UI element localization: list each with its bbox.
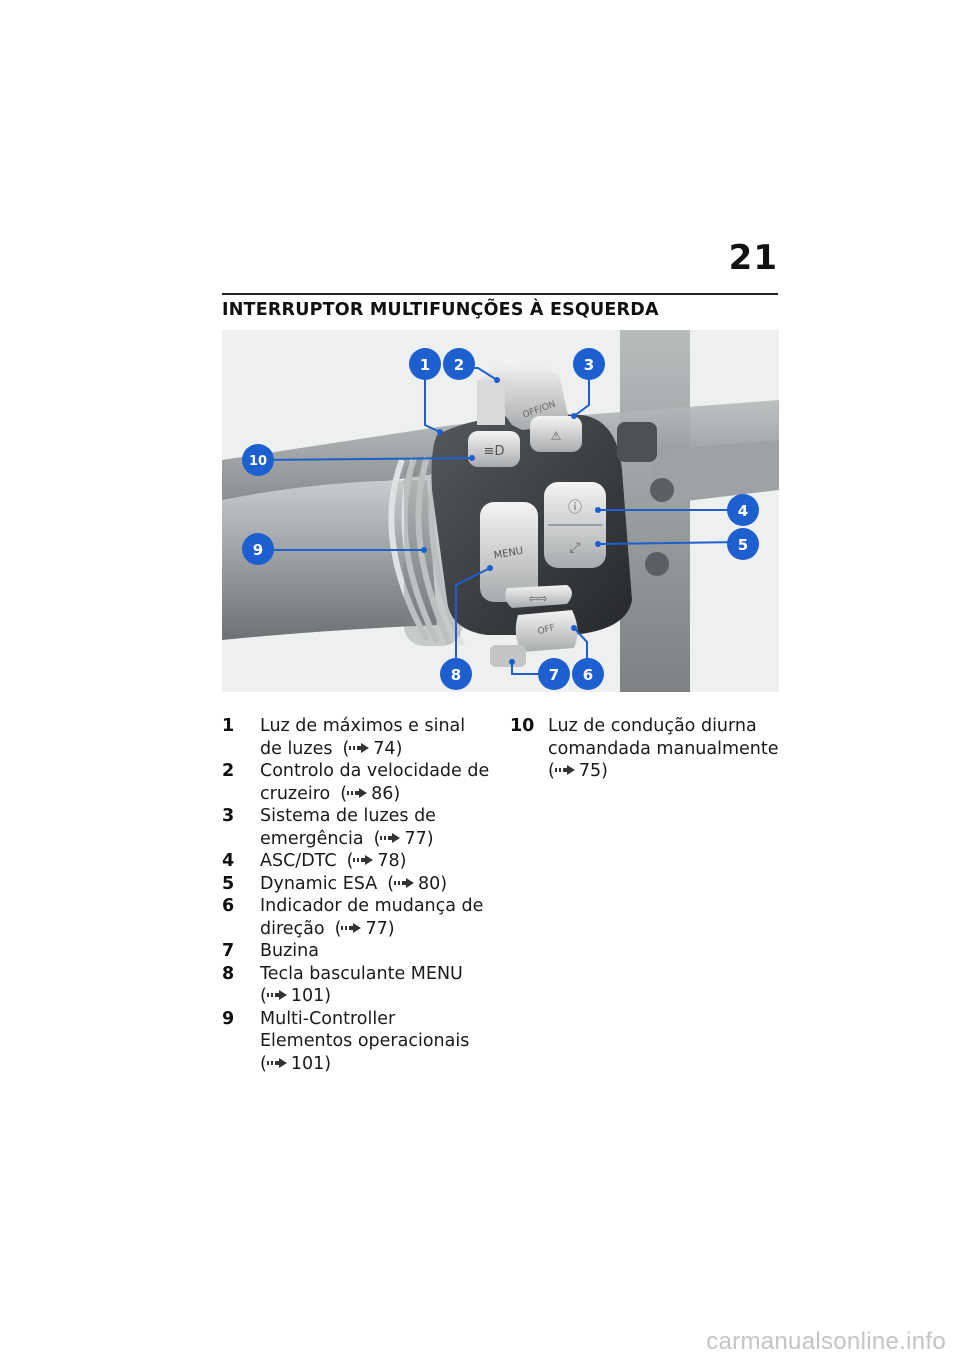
- legend-text: Controlo da velocidade de: [260, 761, 490, 781]
- watermark: carmanualsonline.info: [706, 1328, 946, 1355]
- legend-number: 1: [222, 716, 235, 736]
- callout-4: 4: [727, 494, 759, 526]
- svg-text:8: 8: [451, 666, 461, 684]
- svg-text:6: 6: [583, 666, 593, 684]
- callout-9: 9: [242, 533, 274, 565]
- callout-8: 8: [440, 658, 472, 690]
- page-reference[interactable]: (101): [260, 1053, 332, 1074]
- legend-number: 4: [222, 851, 235, 871]
- legend-item: 6 Indicador de mudança de direção (77): [222, 895, 492, 940]
- legend-number: 5: [222, 873, 235, 894]
- header-rule: [222, 293, 778, 295]
- svg-text:7: 7: [549, 666, 559, 684]
- legend-number: 7: [222, 941, 235, 961]
- page-reference[interactable]: (74): [342, 738, 403, 759]
- legend-item: 7 Buzina: [222, 940, 492, 963]
- legend-number: 10: [510, 716, 535, 736]
- legend-text: Elementos operacionais: [260, 1031, 470, 1051]
- page-reference[interactable]: (101): [260, 986, 332, 1006]
- page-ref-arrow-icon: [341, 922, 362, 933]
- page-reference[interactable]: (86): [340, 783, 401, 804]
- page-ref-arrow-icon: [349, 742, 370, 753]
- legend-text: Dynamic ESA: [260, 873, 378, 894]
- svg-text:2: 2: [454, 356, 464, 374]
- legend-right: 10 Luz de condução diurna comandada manu…: [510, 715, 780, 783]
- cruise-control-switch: [480, 360, 570, 430]
- legend-item: 4 ASC/DTC (78): [222, 850, 492, 873]
- page-reference[interactable]: (75): [548, 761, 608, 781]
- legend-number: 9: [222, 1008, 235, 1029]
- page-ref-arrow-icon: [394, 877, 415, 888]
- section-title: INTERRUPTOR MULTIFUNÇÕES À ESQUERDA: [222, 300, 659, 320]
- page-ref-arrow-icon: [353, 855, 374, 865]
- legend-item: 10 Luz de condução diurna comandada manu…: [510, 715, 780, 783]
- page-reference[interactable]: (77): [334, 918, 395, 939]
- callout-6: 6: [572, 658, 604, 690]
- horn-button: [490, 645, 526, 667]
- legend-text: Buzina: [260, 941, 319, 961]
- legend-item: 3 Sistema de luzes de emergência (77): [222, 805, 492, 850]
- legend-text: cruzeiro: [260, 783, 331, 804]
- page-ref-arrow-icon: [266, 990, 287, 1000]
- legend-text: ASC/DTC: [260, 851, 337, 871]
- menu-rocker: [480, 502, 538, 602]
- svg-text:MENU: MENU: [493, 546, 524, 562]
- callout-10: 10: [242, 444, 274, 476]
- page-ref-arrow-icon: [554, 765, 575, 775]
- legend-text: comandada manualmente: [548, 738, 779, 759]
- legend-item: 5 Dynamic ESA (80): [222, 873, 492, 896]
- page-reference[interactable]: (78): [346, 851, 407, 871]
- legend-text: Luz de condução diurna: [548, 716, 757, 736]
- page-number: 21: [728, 238, 778, 278]
- callout-3: 3: [573, 348, 605, 380]
- page-ref-arrow-icon: [266, 1057, 287, 1068]
- legend-item: 8 Tecla basculante MENU (101): [222, 963, 492, 1008]
- legend-text: Sistema de luzes de: [260, 806, 436, 826]
- indicator-off-switch: [515, 610, 578, 652]
- svg-text:5: 5: [738, 536, 748, 554]
- page-reference[interactable]: (77): [373, 828, 434, 849]
- callout-7: 7: [538, 658, 570, 690]
- page-reference[interactable]: (80): [387, 873, 448, 894]
- svg-text:⚠: ⚠: [551, 429, 562, 443]
- hazard-button: [530, 416, 582, 452]
- legend-text: direção: [260, 918, 325, 939]
- legend-number: 8: [222, 963, 235, 984]
- svg-text:≡D: ≡D: [484, 444, 505, 459]
- svg-text:1: 1: [420, 356, 430, 374]
- switch-illustration: ≡D OFF/ON ⚠ ⓘ ⤢ MENU ⇦⇨ OFF: [222, 330, 779, 692]
- legend-text: Tecla basculante MENU: [260, 963, 463, 984]
- handlebar-switch-figure: ≡D OFF/ON ⚠ ⓘ ⤢ MENU ⇦⇨ OFF: [222, 330, 779, 692]
- svg-text:10: 10: [249, 454, 267, 469]
- svg-text:⇦⇨: ⇦⇨: [529, 592, 547, 605]
- svg-text:⤢: ⤢: [569, 540, 580, 556]
- callout-2: 2: [443, 348, 475, 380]
- svg-text:4: 4: [738, 502, 748, 520]
- legend-number: 2: [222, 761, 235, 781]
- indicator-rocker: [505, 585, 572, 608]
- svg-text:ⓘ: ⓘ: [568, 500, 582, 516]
- legend-text: Indicador de mudança de: [260, 896, 484, 916]
- hand-grip: [222, 480, 437, 640]
- legend-text: emergência: [260, 828, 364, 849]
- legend-item: 2 Controlo da velocidade de cruzeiro (86): [222, 760, 492, 805]
- legend-left: 1 Luz de máximos e sinal de luzes (74) 2 …: [222, 715, 492, 1075]
- svg-text:9: 9: [253, 541, 263, 559]
- svg-text:3: 3: [584, 356, 594, 374]
- legend-number: 6: [222, 896, 235, 916]
- legend-item: 9 Multi-Controller Elementos operacionai…: [222, 1008, 492, 1076]
- callout-5: 5: [727, 528, 759, 560]
- legend-number: 3: [222, 806, 235, 826]
- legend-item: 1 Luz de máximos e sinal de luzes (74): [222, 715, 492, 760]
- page-ref-arrow-icon: [347, 787, 368, 798]
- svg-text:OFF: OFF: [537, 623, 556, 637]
- legend-text: de luzes: [260, 738, 333, 759]
- legend-text: Luz de máximos e sinal: [260, 716, 466, 736]
- callout-1: 1: [409, 348, 441, 380]
- legend-text: Multi-Controller: [260, 1008, 396, 1029]
- high-beam-button: [468, 431, 520, 467]
- page-ref-arrow-icon: [380, 832, 401, 843]
